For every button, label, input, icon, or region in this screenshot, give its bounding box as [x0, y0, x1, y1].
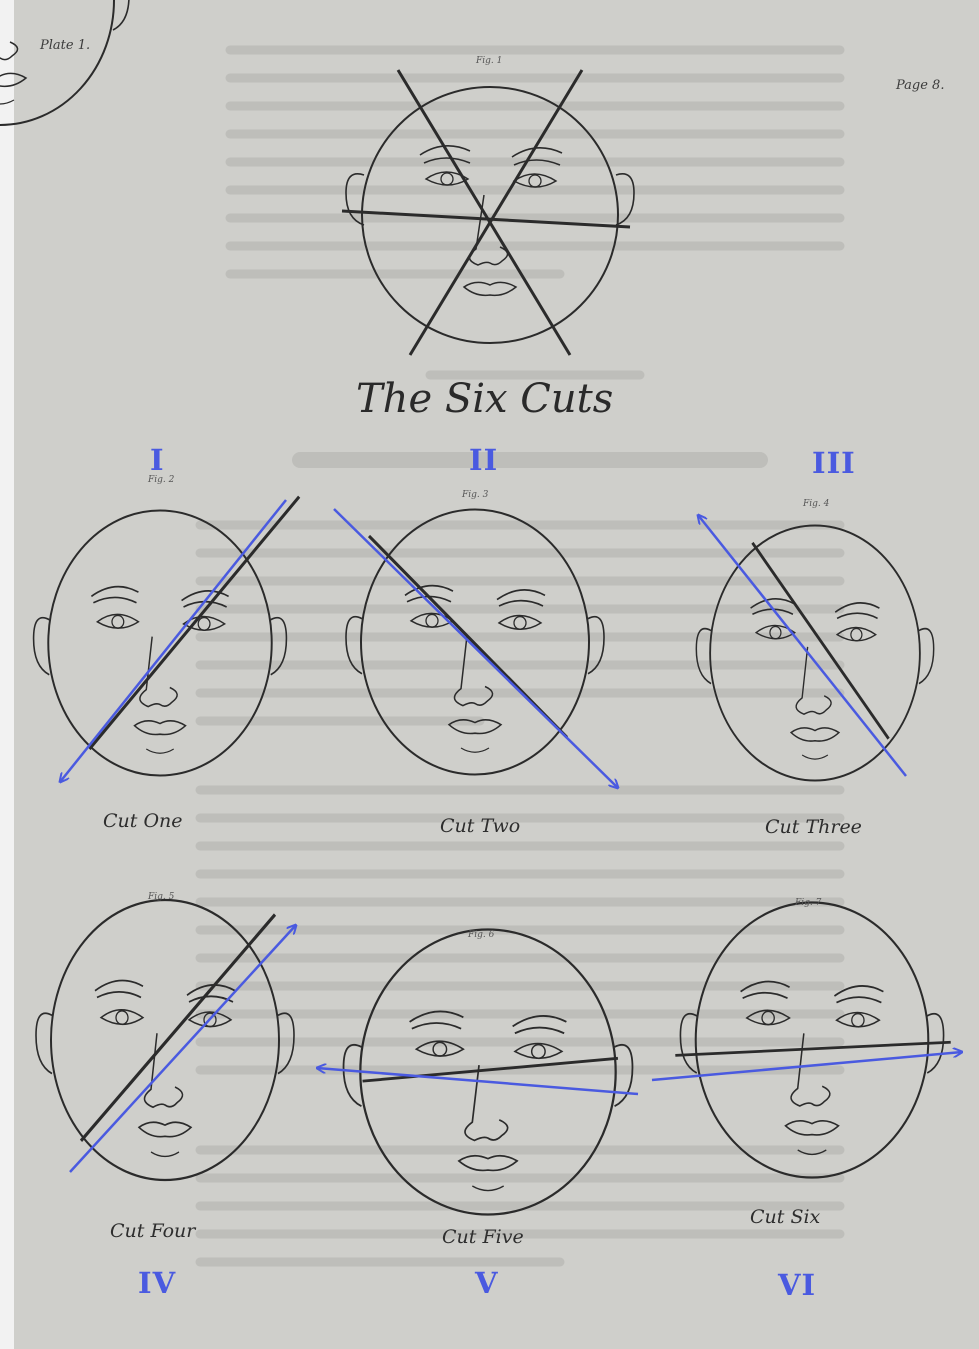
cut-three-numeral: III [812, 446, 856, 480]
cut-four-caption: Cut Four [110, 1220, 195, 1242]
fig-4-label: Fig. 4 [803, 499, 829, 509]
fig-6-label: Fig. 6 [468, 930, 494, 940]
cut-three-caption: Cut Three [765, 816, 862, 838]
cut-two-numeral: II [469, 443, 498, 477]
cut-six-numeral: VI [778, 1268, 816, 1302]
fig-3-label: Fig. 3 [462, 490, 488, 500]
cut-two-caption: Cut Two [440, 815, 520, 837]
plate-label: Plate 1. [40, 38, 90, 53]
cut-one-numeral: I [150, 443, 165, 477]
fig-1-label: Fig. 1 [476, 56, 502, 66]
cut-six-caption: Cut Six [750, 1206, 820, 1228]
plate-title: The Six Cuts [356, 376, 613, 422]
cut-four-numeral: IV [138, 1266, 176, 1300]
fig-5-label: Fig. 5 [148, 892, 174, 902]
page-number: Page 8. [896, 78, 944, 93]
left-shadow [0, 0, 14, 1349]
cut-one-caption: Cut One [103, 810, 183, 832]
fig-7-label: Fig. 7 [795, 898, 821, 908]
cut-five-caption: Cut Five [442, 1226, 524, 1248]
cut-five-numeral: V [475, 1266, 499, 1300]
